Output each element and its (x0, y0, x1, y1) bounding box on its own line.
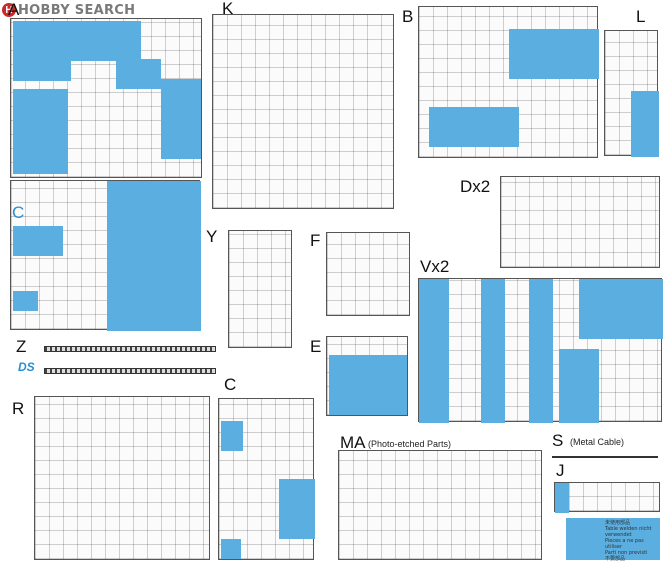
hobby-search-logo[interactable]: H HOBBY SEARCH (2, 2, 135, 18)
sprue-f (326, 232, 410, 316)
unused-parts-highlight (107, 181, 201, 331)
sprue-label-dx2: Dx2 (460, 177, 491, 196)
sprue-dx2 (500, 176, 660, 268)
unused-parts-highlight (329, 355, 407, 415)
sprue-ma (338, 450, 542, 560)
unused-parts-highlight (13, 21, 71, 81)
legend-line: Table welden nicht verwendet (605, 526, 652, 538)
legend-line: Pieces a ne pas utiliser (605, 538, 644, 550)
sprue-c-top (10, 180, 201, 331)
sprue-l (604, 30, 659, 157)
unused-parts-highlight (529, 279, 553, 423)
unused-parts-highlight (429, 107, 519, 147)
sprue-label-k: K (222, 0, 234, 18)
sprue-label-f: F (310, 231, 321, 250)
legend-swatch (566, 518, 660, 560)
sprue-label-a: A (8, 0, 20, 19)
sprue-label-c-bottom: C (224, 375, 237, 394)
sprue-label-y: Y (206, 227, 218, 246)
sprue-label-r: R (12, 399, 25, 418)
unused-parts-highlight (221, 539, 241, 559)
track-link-sprue (44, 368, 216, 374)
unused-parts-highlight (419, 279, 449, 423)
sprue-k (212, 14, 394, 209)
sprue-label-z: Z (16, 337, 27, 356)
unused-parts-highlight (481, 279, 505, 423)
unused-parts-highlight (579, 279, 663, 339)
sprue-label-s: S (552, 431, 564, 450)
unused-parts-highlight (631, 91, 659, 157)
unused-parts-highlight (221, 421, 243, 451)
sprue-j (554, 482, 660, 513)
legend-line: 不要部品 (605, 556, 626, 562)
sprue-label-j: J (556, 461, 565, 480)
sprue-label-e: E (310, 337, 322, 356)
ds-logo: DS (18, 360, 35, 374)
sprue-e (326, 336, 408, 416)
sprue-note-ma: (Photo-etched Parts) (368, 439, 452, 449)
unused-parts-highlight (509, 29, 599, 79)
unused-parts-highlight (71, 21, 141, 61)
sprue-vx2 (418, 278, 663, 423)
unused-parts-highlight (279, 479, 315, 539)
sprue-b (418, 6, 599, 158)
logo-text: HOBBY SEARCH (18, 2, 136, 18)
sprue-label-ma: MA (340, 433, 366, 452)
sprue-label-b: B (402, 7, 414, 26)
unused-parts-highlight (161, 79, 201, 159)
unused-parts-highlight (555, 483, 569, 513)
sprue-note-s: (Metal Cable) (570, 437, 625, 447)
track-link-sprue (44, 346, 216, 352)
unused-parts-highlight (559, 349, 599, 423)
metal-cable (552, 456, 658, 458)
legend-line: 未使用部品 (605, 520, 631, 526)
legend-line: Parti non previsti (605, 550, 648, 556)
unused-parts-highlight (13, 226, 63, 256)
legend-text: 未使用部品 Table welden nicht verwendet Piece… (605, 520, 660, 562)
unused-parts-highlight (13, 291, 38, 311)
unused-parts-highlight (13, 89, 68, 174)
sprue-label-c-top: C (12, 203, 25, 222)
unused-parts-highlight (116, 59, 161, 89)
sprue-c-bottom (218, 398, 315, 560)
sprue-a (10, 18, 202, 178)
sprue-y (228, 230, 292, 348)
sprue-label-l: L (636, 7, 646, 26)
sprue-r (34, 396, 210, 560)
sprue-label-vx2: Vx2 (420, 257, 450, 276)
logo-mark-icon: H (2, 3, 16, 17)
